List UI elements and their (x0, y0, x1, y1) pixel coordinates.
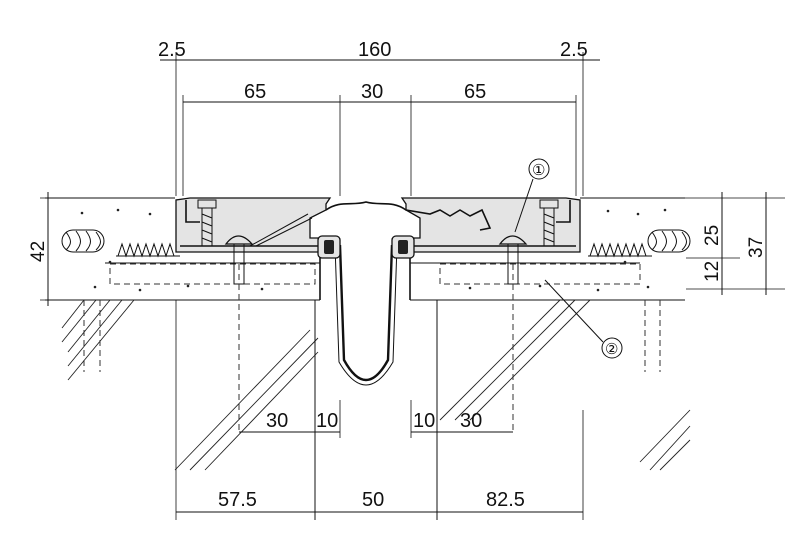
dim-left-height: 42 (28, 241, 49, 262)
rubber-seal (338, 244, 394, 381)
dim-top-right-edge: 2.5 (560, 39, 588, 61)
cover-plate-left (175, 197, 332, 253)
top-dimension-chain: 2.5 160 2.5 65 30 65 (158, 39, 600, 196)
dim-mid-left-outer: 30 (266, 410, 288, 432)
dim-bottom-left: 57.5 (218, 489, 257, 511)
screw-right (539, 199, 559, 247)
spring-left (116, 242, 180, 258)
floor-slab (45, 197, 685, 301)
center-bridge-plate (325, 201, 492, 231)
spring-right (588, 242, 652, 258)
left-dimension: 42 (28, 192, 60, 306)
dim-bottom-center: 50 (362, 489, 384, 511)
callout-two: ② (544, 279, 623, 359)
structure-hatching-left (61, 299, 319, 471)
joint-gap (314, 250, 438, 520)
dim-top-overall: 160 (358, 39, 391, 61)
dim-right-upper: 25 (702, 225, 723, 246)
clip-right (391, 235, 415, 259)
dim-mid-left-inner: 10 (316, 410, 338, 432)
mid-dimensions: 30 10 10 30 (239, 400, 513, 438)
dim-top-left-span: 65 (244, 81, 266, 103)
backer-rod-right (647, 229, 691, 253)
centerlines (238, 264, 514, 430)
clip-left (317, 235, 341, 259)
dim-top-right-span: 65 (464, 81, 486, 103)
right-dimensions: 25 12 37 (685, 192, 785, 295)
bottom-dimensions: 57.5 50 82.5 (175, 300, 584, 520)
dim-right-total: 37 (746, 237, 767, 258)
concrete-texture (80, 208, 667, 292)
screw-left (197, 199, 217, 247)
dim-top-left-edge: 2.5 (158, 39, 186, 61)
callout-one-label: ① (532, 162, 545, 179)
backer-rod-left (61, 229, 105, 253)
callout-two-label: ② (605, 341, 618, 358)
structure-hatching-right (439, 299, 691, 471)
dim-mid-right-inner: 10 (413, 410, 435, 432)
dim-mid-right-outer: 30 (460, 410, 482, 432)
dim-top-center-gap: 30 (361, 81, 383, 103)
anchor-bolt-right (498, 235, 528, 285)
dim-bottom-right: 82.5 (486, 489, 525, 511)
cover-plate-right (400, 197, 581, 253)
dim-right-lower: 12 (702, 261, 723, 282)
callout-one: ① (514, 158, 550, 233)
